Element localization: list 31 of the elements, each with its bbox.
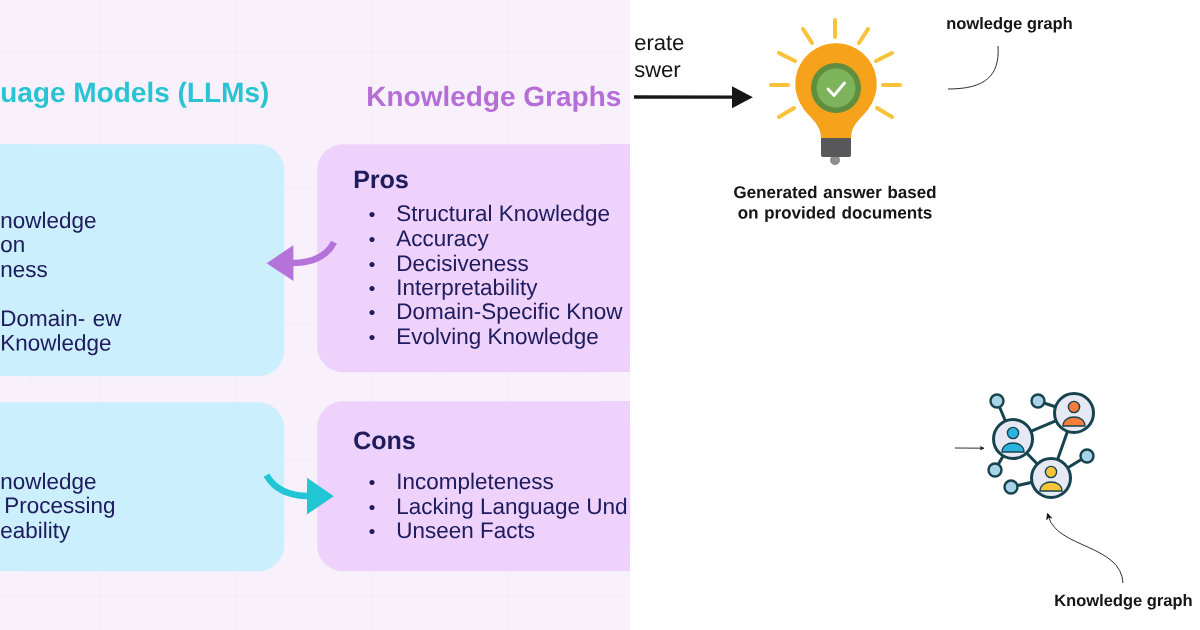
list-item: Interpretability — [398, 278, 538, 300]
list-item: nowledge — [1, 211, 96, 233]
network-picture — [987, 392, 1095, 499]
list-item: Decisiveness — [398, 254, 528, 272]
card-heading: Cons — [354, 431, 415, 450]
list-item: Structural Knowledge — [397, 204, 609, 226]
annotation-text: Knowledge graph — [1055, 594, 1192, 610]
column-heading: Knowledge Graphs — [368, 85, 621, 112]
card-heading: Pros — [354, 170, 408, 189]
list-item: Processing — [6, 496, 115, 518]
column-heading: uage Models (LLMs) — [1, 81, 268, 108]
leader-line — [947, 45, 999, 90]
arrow — [954, 446, 985, 451]
list-item: Domain-Specific Know — [398, 302, 623, 324]
list-item: Lacking Language Und — [398, 497, 627, 519]
curved-arrow — [1046, 513, 1124, 584]
card — [317, 401, 631, 572]
annotation-text: nowledge graph — [947, 17, 1072, 33]
node-label: Generated answer based on provided documents — [734, 185, 936, 223]
list-item: Evolving Knowledge — [398, 327, 598, 349]
list-item: Unseen Facts — [397, 522, 535, 539]
list-item: nowledge — [1, 472, 96, 494]
list-item: Domain- ew Knowledge — [2, 309, 122, 356]
list-item: eability — [1, 521, 71, 543]
list-item: Incompleteness — [398, 472, 553, 494]
list-item: ness — [1, 264, 47, 278]
list-item: Accuracy — [396, 230, 489, 251]
card — [0, 144, 285, 377]
card — [0, 402, 285, 572]
card — [317, 144, 631, 373]
list-item: on — [1, 239, 24, 253]
